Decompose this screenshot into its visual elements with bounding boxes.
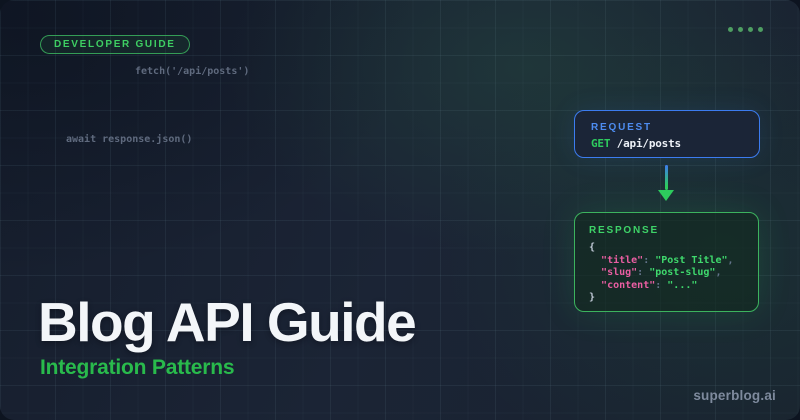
arrow-down-icon bbox=[658, 190, 674, 201]
code-token-key: "title" bbox=[601, 254, 644, 266]
code-token-punct: : bbox=[643, 254, 656, 266]
code-token-key: "slug" bbox=[601, 267, 638, 279]
response-card-label: RESPONSE bbox=[589, 225, 659, 236]
code-token-key: "content" bbox=[601, 279, 656, 291]
code-token-ws bbox=[589, 255, 601, 266]
response-card: RESPONSE { "title": "Post Title", "slug"… bbox=[574, 212, 759, 312]
code-token-ws bbox=[589, 267, 601, 278]
code-line: } bbox=[589, 292, 744, 305]
code-token-punct: : bbox=[655, 279, 668, 291]
flow-arrow bbox=[652, 165, 680, 201]
code-line: "content": "..." bbox=[589, 280, 744, 293]
developer-guide-badge: DEVELOPER GUIDE bbox=[40, 35, 190, 54]
http-method: GET bbox=[591, 137, 611, 150]
code-line: "title": "Post Title", bbox=[589, 255, 744, 268]
request-card: REQUEST GET /api/posts bbox=[574, 110, 760, 158]
code-token-punct: : bbox=[637, 267, 650, 279]
code-token-brace: { bbox=[589, 242, 596, 253]
dot-icon bbox=[748, 27, 753, 32]
code-token-str: "post-slug" bbox=[649, 267, 716, 279]
code-token-str: "Post Title" bbox=[655, 254, 728, 266]
page-title: Blog API Guide bbox=[38, 291, 417, 353]
badge-label: DEVELOPER GUIDE bbox=[54, 39, 176, 50]
decor-dots bbox=[728, 27, 763, 32]
code-snippet-fetch: fetch('/api/posts') bbox=[135, 66, 250, 77]
arrow-line bbox=[664, 165, 668, 190]
code-snippet-await: await response.json() bbox=[66, 134, 193, 145]
code-line: { bbox=[589, 242, 744, 255]
request-path: /api/posts bbox=[610, 137, 681, 150]
brand-logo: superblog.ai bbox=[693, 388, 776, 403]
code-token-brace: } bbox=[589, 292, 596, 304]
request-card-label: REQUEST bbox=[591, 122, 652, 133]
code-line: "slug": "post-slug", bbox=[589, 267, 744, 280]
code-token-punct: , bbox=[715, 267, 722, 279]
page-subtitle: Integration Patterns bbox=[40, 356, 235, 379]
request-line: GET /api/posts bbox=[591, 137, 743, 150]
code-token-ws bbox=[589, 280, 601, 291]
code-token-punct: , bbox=[727, 254, 734, 266]
dot-icon bbox=[738, 27, 743, 32]
code-token-str: "..." bbox=[667, 279, 698, 291]
dot-icon bbox=[728, 27, 733, 32]
dot-icon bbox=[758, 27, 763, 32]
response-json-code: { "title": "Post Title", "slug": "post-s… bbox=[589, 242, 744, 305]
